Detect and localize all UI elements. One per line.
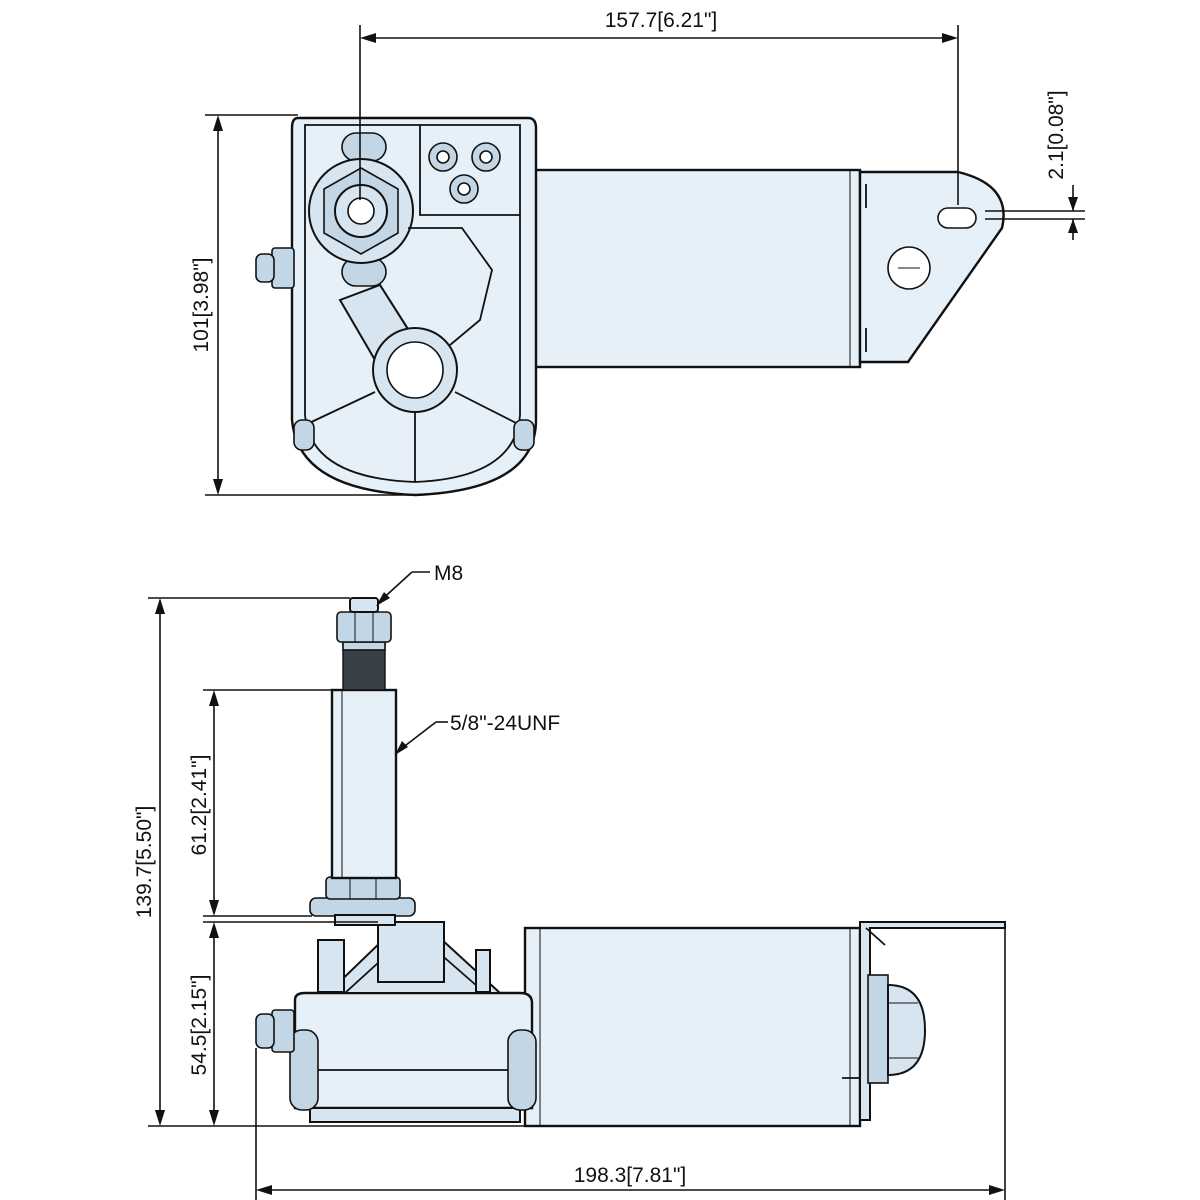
side-shaft [330, 688, 398, 880]
top-bolts [428, 142, 501, 204]
dim-side-total-height: 139.7[5.50"] [133, 806, 156, 919]
side-view [255, 597, 1006, 1128]
side-flange [309, 897, 416, 917]
side-gearbox-housing [293, 991, 534, 1110]
top-view [255, 116, 1005, 497]
dim-side-shaft-length: 61.2[2.41"] [188, 755, 211, 856]
dim-side-total-width: 198.3[7.81"] [574, 1164, 687, 1187]
dim-side-body-height: 54.5[2.15"] [188, 975, 211, 1076]
dim-top-offset: 2.1[0.08"] [1045, 90, 1068, 179]
side-end-cap [887, 983, 927, 1077]
side-mount-bracket [859, 921, 1006, 1121]
side-dimensions: M8 5/8"-24UNF 139.7[5.50"] 61.2[2.41"] 5… [133, 562, 1006, 1200]
dim-top-width: 157.7[6.21"] [605, 9, 718, 32]
side-top-nut [336, 611, 392, 643]
top-dimensions: 157.7[6.21"] 2.1[0.08"] 101[3.98"] [190, 9, 1085, 496]
top-motor-can [523, 168, 862, 369]
callout-shaft-thread: 5/8"-24UNF [450, 712, 560, 735]
callout-nut-thread: M8 [434, 562, 463, 585]
side-jam-nut [325, 876, 401, 900]
side-motor-can [523, 926, 862, 1128]
bracket-slot [937, 207, 977, 229]
top-mount-bracket [858, 170, 1005, 364]
dim-top-height: 101[3.98"] [190, 257, 213, 352]
